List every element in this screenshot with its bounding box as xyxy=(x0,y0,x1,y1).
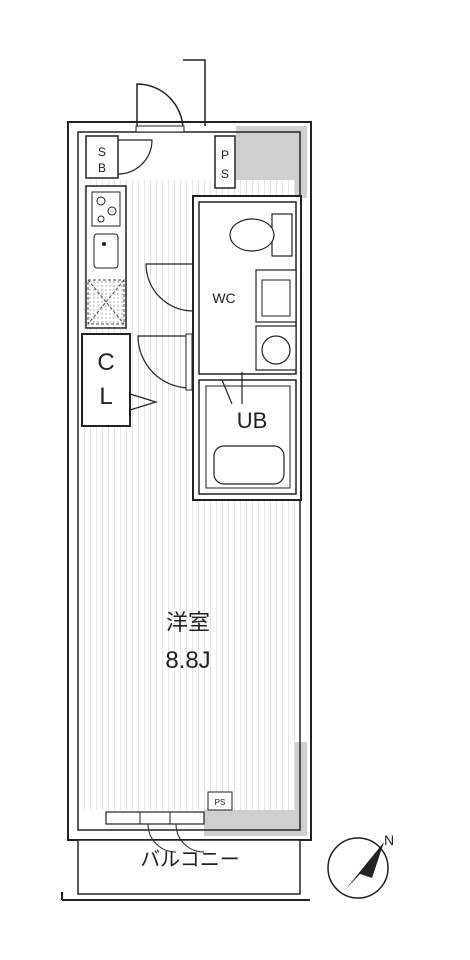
small-pipe-space-label: PS xyxy=(215,798,226,807)
shoe-box-s: S xyxy=(98,145,106,159)
closet-l-label: L xyxy=(99,383,112,410)
entrance-wall-jog xyxy=(183,59,206,126)
pipe-space-p: P xyxy=(221,148,229,162)
vanity-basin-icon xyxy=(261,335,291,365)
washbasin-bowl xyxy=(261,279,291,317)
main-room-size: 8.8J xyxy=(165,647,210,674)
north-arrow-icon: N xyxy=(327,832,394,899)
ub-label: UB xyxy=(237,408,268,433)
north-label: N xyxy=(384,832,394,848)
toilet-tank xyxy=(271,213,293,257)
toilet-icon xyxy=(229,218,275,252)
small-pipe-space xyxy=(207,791,233,811)
closet-c-label: C xyxy=(97,349,114,376)
burner-icon xyxy=(97,215,105,223)
burner-icon xyxy=(107,206,117,216)
shoe-box xyxy=(85,135,119,179)
balcony xyxy=(77,839,301,895)
pipe-space-s: S xyxy=(221,167,229,181)
fridge-cross xyxy=(87,279,125,325)
balcony-door-swing xyxy=(147,823,205,853)
closet-door-swing xyxy=(129,340,159,411)
entrance-door xyxy=(135,125,185,133)
hall-door-swing xyxy=(137,335,191,389)
entrance-door-swing xyxy=(136,83,184,131)
pipe-space xyxy=(214,135,236,189)
hall-door xyxy=(185,333,193,391)
shoe-box-b: B xyxy=(98,161,106,175)
closet xyxy=(81,333,131,427)
balcony-window xyxy=(105,811,205,825)
wc-label: WC xyxy=(212,290,235,306)
sink-drain-icon xyxy=(102,242,106,246)
bathtub xyxy=(213,445,285,485)
shoe-box-door xyxy=(117,139,153,175)
wc-door-swing xyxy=(145,263,194,312)
fridge-cross xyxy=(87,279,125,325)
burner-icon xyxy=(96,196,106,206)
fridge-space xyxy=(87,279,125,325)
balcony-label: バルコニー xyxy=(140,849,240,871)
sink xyxy=(93,233,119,269)
main-room-name: 洋室 xyxy=(166,610,210,635)
bath-door-icon xyxy=(221,372,243,405)
